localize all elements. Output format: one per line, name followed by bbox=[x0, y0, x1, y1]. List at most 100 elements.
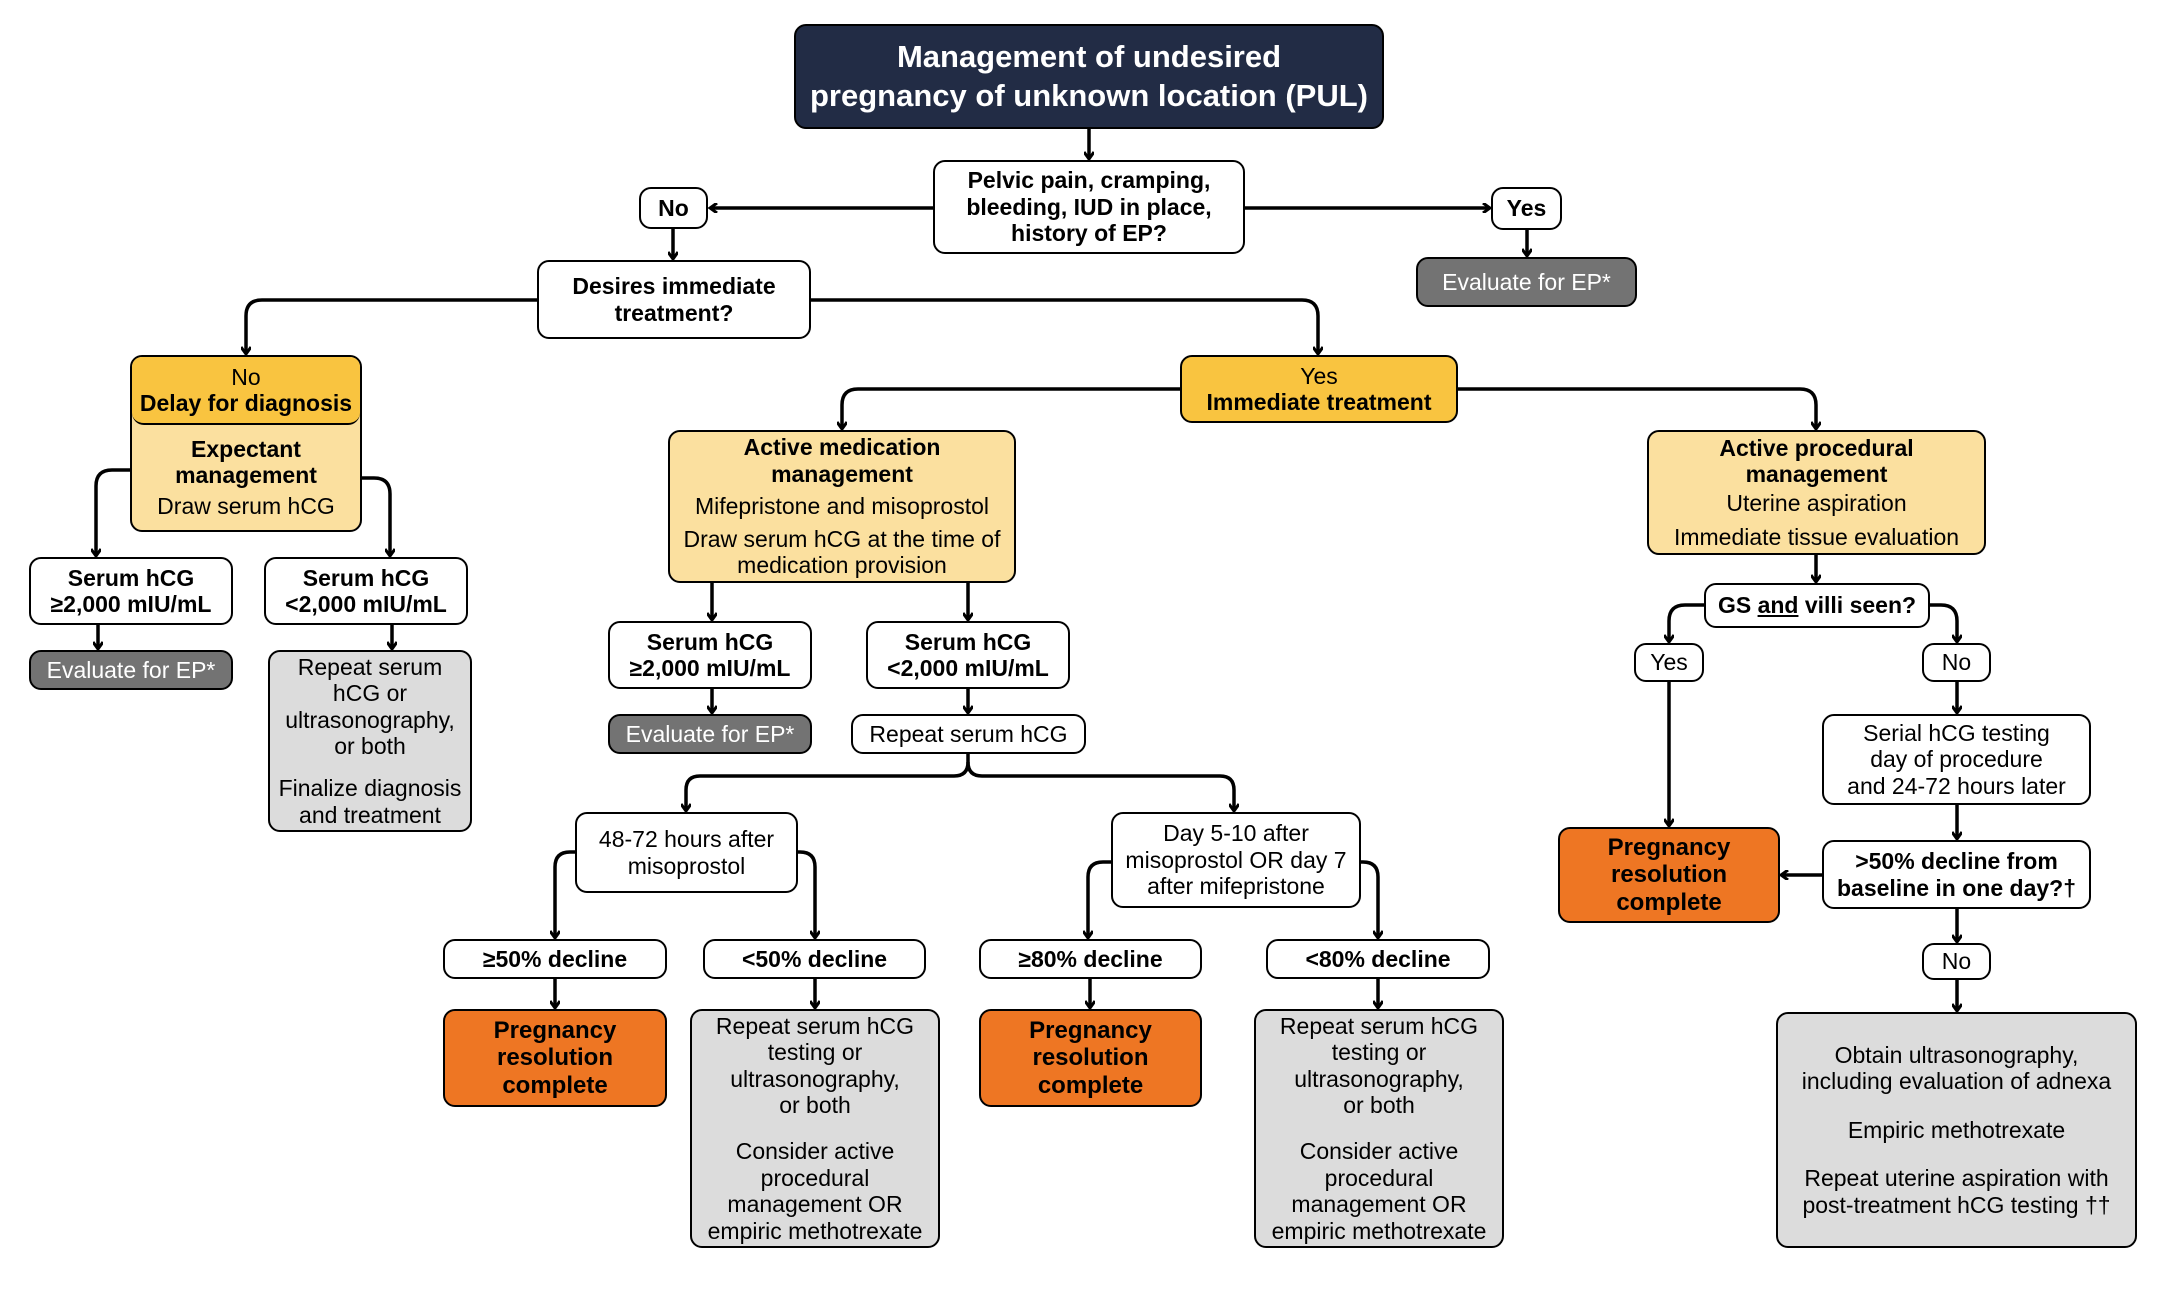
delay-evaluate-ep: Evaluate for EP* bbox=[29, 650, 233, 690]
no-text: No bbox=[1941, 649, 1972, 676]
decline-lt-80: <80% decline bbox=[1266, 939, 1490, 979]
desires-line-2: treatment? bbox=[614, 299, 734, 326]
immediate-label: Immediate treatment bbox=[1206, 389, 1432, 415]
repeat-text: Repeat serum hCG bbox=[869, 720, 1068, 747]
symptoms-line-2: bleeding, IUD in place, bbox=[966, 193, 1212, 220]
text-line: resolution bbox=[496, 1044, 613, 1072]
repeat-serum-hcg: Repeat serum hCG bbox=[851, 714, 1086, 754]
pregnancy-resolution-complete-3: Pregnancy resolution complete bbox=[1558, 827, 1780, 923]
text-line: misoprostol bbox=[627, 852, 746, 879]
active-procedural-box: Active procedural management Uterine asp… bbox=[1647, 430, 1986, 555]
arrow-day5-to-lt80 bbox=[1361, 860, 1378, 937]
procedural-final-steps: Obtain ultrasonography, including evalua… bbox=[1776, 1012, 2137, 1248]
text-line: testing or bbox=[1331, 1039, 1427, 1066]
delay-header: No Delay for diagnosis bbox=[132, 357, 360, 425]
hcg-high-l2: ≥2,000 mIU/mL bbox=[629, 655, 791, 681]
text-line: or both bbox=[334, 733, 406, 760]
text-line: and treatment bbox=[299, 801, 441, 828]
hcg-low-l1: Serum hCG bbox=[904, 628, 1032, 655]
text-line: Repeat uterine aspiration with bbox=[1804, 1165, 2109, 1192]
arrow-48h-to-ge50 bbox=[555, 850, 575, 937]
delay-label: Delay for diagnosis bbox=[139, 390, 353, 416]
text-line: complete bbox=[502, 1071, 608, 1099]
gs-underlined: and bbox=[1757, 592, 1799, 619]
text-line: resolution bbox=[1610, 861, 1727, 889]
text-line: >50% decline from bbox=[1855, 848, 2058, 875]
symptoms-no-label: No bbox=[639, 187, 708, 229]
symptoms-question: Pelvic pain, cramping, bleeding, IUD in … bbox=[933, 160, 1245, 254]
followup-lt-50: Repeat serum hCG testing or ultrasonogra… bbox=[690, 1009, 940, 1248]
gs-post: villi seen? bbox=[1798, 592, 1917, 619]
arrow-repeat-to-day5 bbox=[966, 761, 1234, 810]
text-line: ultrasonography, bbox=[1294, 1065, 1464, 1092]
symptoms-yes-label: Yes bbox=[1491, 187, 1562, 230]
evaluate-ep-top: Evaluate for EP* bbox=[1416, 257, 1637, 307]
desires-immediate-question: Desires immediate treatment? bbox=[537, 260, 811, 339]
text-line: Serial hCG testing bbox=[1863, 719, 2050, 746]
arrow-desires-to-delay bbox=[246, 298, 537, 353]
title-line-1: Management of undesired bbox=[896, 38, 1282, 74]
text-line: Finalize diagnosis bbox=[278, 775, 462, 802]
text-line: Day 5-10 after bbox=[1163, 820, 1309, 847]
text-line: Consider active bbox=[1299, 1138, 1459, 1165]
arrow-exp-to-low bbox=[362, 476, 390, 555]
decline-text: ≥80% decline bbox=[1018, 945, 1163, 972]
text-line: post-treatment hCG testing †† bbox=[1802, 1191, 2111, 1218]
timing-day-5-10: Day 5-10 after misoprostol OR day 7 afte… bbox=[1111, 812, 1361, 908]
decline-lt-50: <50% decline bbox=[703, 939, 926, 979]
text-line: 48-72 hours after bbox=[598, 826, 775, 853]
arrow-day5-to-ge80 bbox=[1088, 860, 1111, 937]
text-line: procedural bbox=[1324, 1164, 1434, 1191]
text-line: day of procedure bbox=[1870, 746, 2043, 773]
text-line: Pregnancy bbox=[493, 1016, 617, 1044]
decline-ge-80: ≥80% decline bbox=[979, 939, 1202, 979]
hcg-high-l2: ≥2,000 mIU/mL bbox=[50, 591, 212, 617]
med-hcg-low: Serum hCG <2,000 mIU/mL bbox=[866, 621, 1070, 689]
decline-text: ≥50% decline bbox=[482, 945, 628, 972]
text-line: complete bbox=[1616, 888, 1722, 916]
hcg-low-l2: <2,000 mIU/mL bbox=[285, 591, 447, 617]
arrow-desires-to-immediate bbox=[811, 298, 1318, 353]
text-line: ultrasonography, bbox=[730, 1065, 900, 1092]
proc-title-2: management bbox=[1745, 461, 1888, 488]
text-line: hCG or bbox=[332, 680, 408, 707]
text-line: Pregnancy bbox=[1029, 1016, 1152, 1044]
med-title-1: Active medication bbox=[743, 434, 941, 461]
decline-50-question: >50% decline from baseline in one day?† bbox=[1822, 840, 2091, 909]
evaluate-ep-text: Evaluate for EP* bbox=[46, 656, 216, 683]
gs-pre: GS bbox=[1717, 592, 1758, 619]
decline-text: <50% decline bbox=[741, 945, 888, 972]
delay-hcg-low: Serum hCG <2,000 mIU/mL bbox=[264, 557, 468, 625]
arrow-gs-to-yes bbox=[1669, 603, 1704, 641]
arrow-repeat-to-48h bbox=[686, 754, 970, 810]
symptoms-line-3: history of EP? bbox=[1011, 220, 1167, 247]
decline-no-label: No bbox=[1922, 943, 1991, 980]
title-line-2: pregnancy of unknown location (PUL) bbox=[810, 77, 1368, 113]
text-line: or both bbox=[1343, 1092, 1415, 1119]
hcg-high-l1: Serum hCG bbox=[67, 564, 195, 591]
yes-text: Yes bbox=[1650, 649, 1688, 676]
text-line: Empiric methotrexate bbox=[1847, 1116, 2066, 1143]
evaluate-ep-text: Evaluate for EP* bbox=[1442, 268, 1611, 295]
delay-hcg-high: Serum hCG ≥2,000 mIU/mL bbox=[29, 557, 233, 625]
med-line-1: Mifepristone and misoprostol bbox=[694, 493, 990, 520]
pregnancy-resolution-complete-1: Pregnancy resolution complete bbox=[443, 1009, 667, 1107]
text-line: baseline in one day?† bbox=[1836, 874, 2077, 901]
gs-no-label: No bbox=[1922, 643, 1991, 682]
arrow-immediate-to-proc bbox=[1458, 387, 1816, 428]
proc-line-2: Immediate tissue evaluation bbox=[1673, 523, 1960, 550]
arrow-48h-to-lt50 bbox=[798, 850, 815, 937]
hcg-low-l2: <2,000 mIU/mL bbox=[887, 655, 1049, 681]
pregnancy-resolution-complete-2: Pregnancy resolution complete bbox=[979, 1009, 1202, 1107]
hcg-high-l1: Serum hCG bbox=[646, 628, 774, 655]
text-line: including evaluation of adnexa bbox=[1801, 1068, 2112, 1095]
text-line: complete bbox=[1037, 1071, 1144, 1099]
timing-48-72h: 48-72 hours after misoprostol bbox=[575, 812, 798, 893]
text-line: resolution bbox=[1032, 1044, 1149, 1072]
med-evaluate-ep: Evaluate for EP* bbox=[608, 714, 812, 754]
text-line: management OR bbox=[1291, 1191, 1467, 1218]
expectant-title-1: Expectant bbox=[191, 435, 301, 462]
text-line: empiric methotrexate bbox=[1271, 1217, 1487, 1244]
expectant-management-box: No Delay for diagnosis Expectant managem… bbox=[130, 355, 362, 532]
arrow-gs-to-no bbox=[1930, 603, 1957, 641]
